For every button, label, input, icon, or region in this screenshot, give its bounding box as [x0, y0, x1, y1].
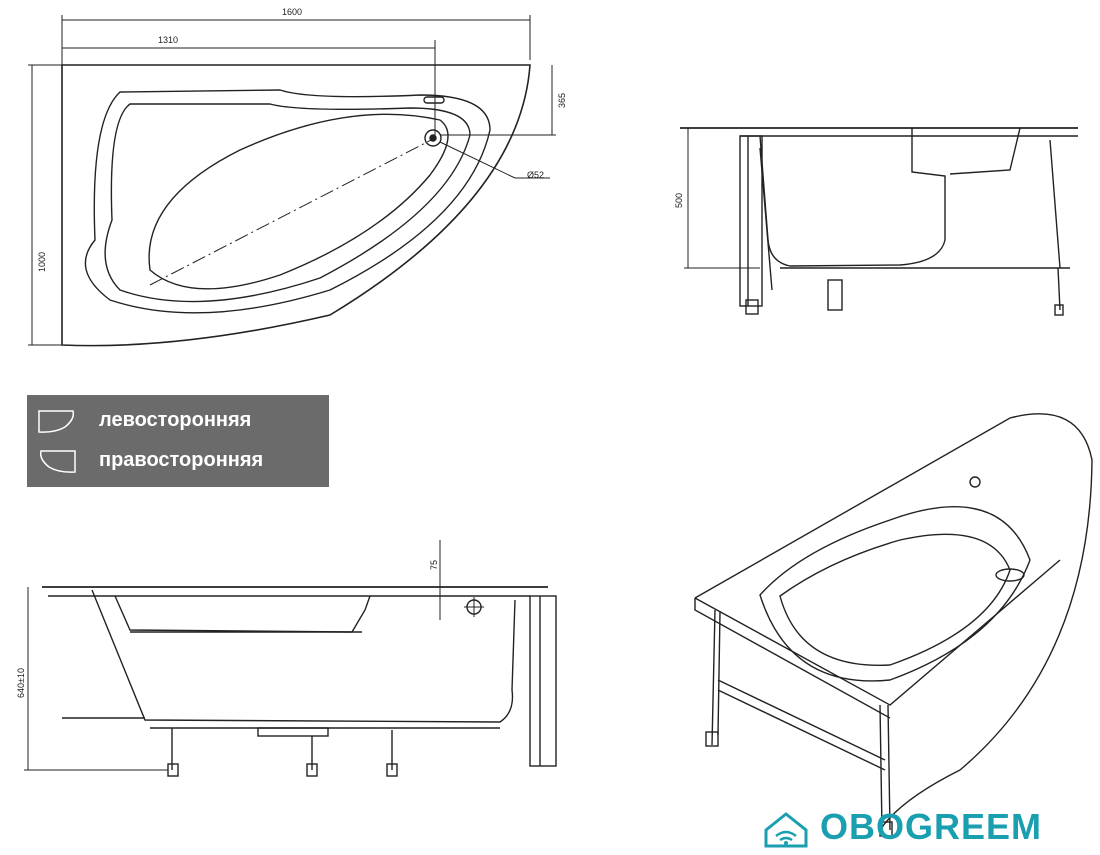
legend-left-row: левосторонняя [27, 401, 329, 441]
dim-front-drain-label: 75 [429, 560, 439, 570]
perspective-view [694, 413, 1093, 837]
right-tub-shape-icon [39, 450, 76, 473]
dim-inner-label: 1310 [158, 35, 178, 45]
front-view [24, 540, 557, 777]
dim-drain-label: Ø52 [527, 170, 544, 180]
dim-width-label: 1600 [282, 7, 302, 17]
dim-side-height-label: 500 [674, 193, 684, 208]
legend-left-label: левосторонняя [99, 409, 252, 431]
dim-front-height-label: 640±10 [16, 668, 26, 698]
brand-name: OBOGREEM [820, 806, 1043, 847]
legend-right-label: правосторонняя [99, 449, 264, 471]
house-wifi-icon [764, 812, 808, 848]
orientation-legend: левосторонняя правосторонняя [27, 395, 329, 487]
dim-offset-label: 365 [557, 93, 567, 108]
side-view [680, 127, 1078, 316]
dim-height-label: 1000 [37, 252, 47, 272]
legend-right-row: правосторонняя [27, 441, 329, 481]
top-view [28, 15, 556, 347]
brand-logo: OBOGREEM [758, 804, 1088, 850]
left-tub-shape-icon [38, 410, 75, 433]
